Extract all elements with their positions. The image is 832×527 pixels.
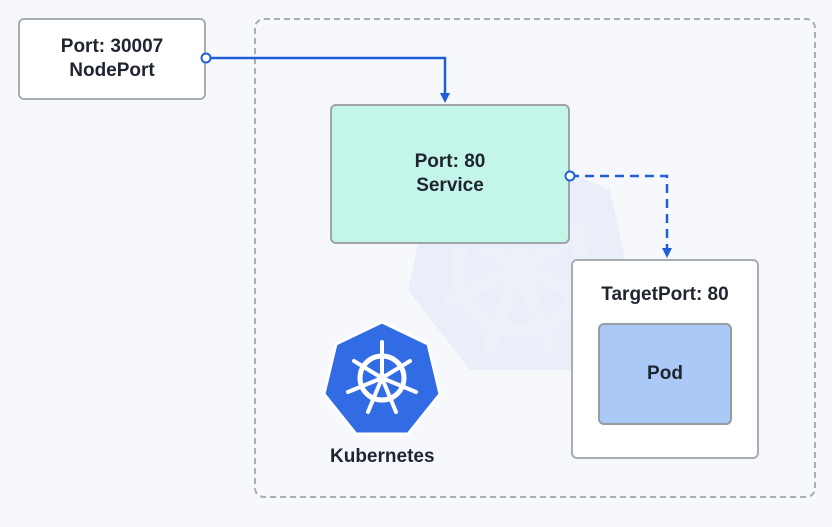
kubernetes-label: Kubernetes — [330, 446, 435, 467]
service-connector-dot — [564, 170, 576, 182]
nodeport-port-label: Port: 30007 — [60, 36, 164, 57]
service-port-label: Port: 80 — [414, 151, 486, 172]
kubernetes-cluster-boundary — [254, 18, 816, 498]
nodeport-to-service-connector — [200, 52, 450, 103]
service-type-label: Service — [416, 175, 484, 196]
service-to-target-connector — [564, 170, 672, 258]
nodeport-box: Port: 30007 NodePort — [18, 18, 206, 100]
nodeport-connector-dot — [200, 52, 212, 64]
pod-box: Pod — [598, 323, 732, 425]
nodeport-type-label: NodePort — [69, 60, 155, 81]
target-port-label: TargetPort: 80 — [601, 284, 729, 305]
pod-label: Pod — [647, 363, 683, 384]
service-box: Port: 80 Service — [330, 104, 570, 244]
